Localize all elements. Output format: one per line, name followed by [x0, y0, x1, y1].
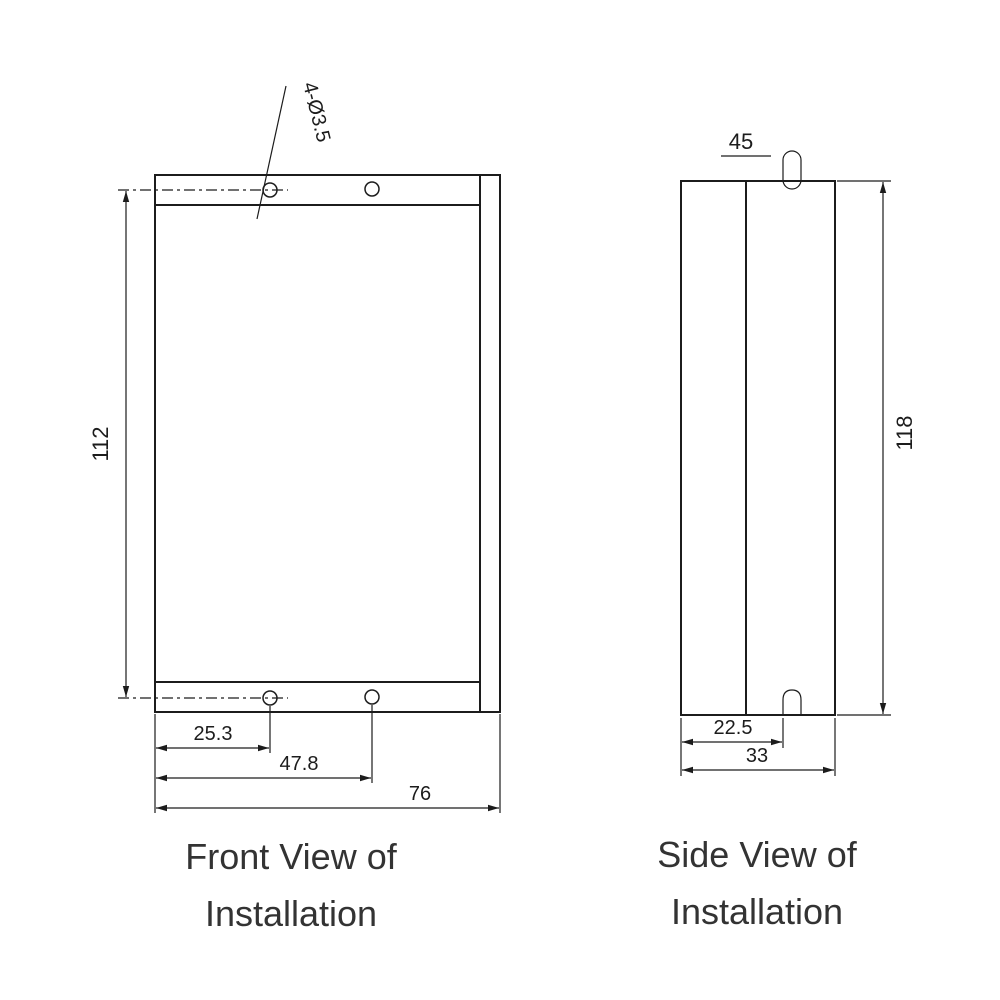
front-view-title-line1: Front View of: [185, 836, 397, 877]
dim-label-hole-offset2: 47.8: [280, 753, 319, 775]
dim-label-slot-offset: 22.5: [714, 717, 753, 739]
holes-callout-label: 4-Ø3.5: [298, 80, 334, 145]
front-view: 112 4-Ø3.5 25.3 47.8 76 Front View of In…: [88, 80, 501, 934]
side-view: 45 118 22.5 33 Side View of Installation: [657, 129, 917, 932]
front-view-title-line2: Installation: [205, 893, 377, 934]
dim-label-height-118: 118: [892, 415, 917, 450]
dim-label-slot-width: 45: [729, 129, 753, 154]
side-top-mounting-slot: [782, 150, 802, 190]
side-view-title-line2: Installation: [671, 891, 843, 932]
side-outline: [680, 180, 836, 716]
mounting-hole-top-right: [364, 181, 380, 197]
dim-label-height-112: 112: [88, 426, 113, 461]
side-view-title-line1: Side View of: [657, 834, 857, 875]
dim-label-width-76: 76: [409, 783, 431, 805]
mounting-hole-bottom-right: [364, 689, 380, 705]
side-bottom-mounting-slot: [782, 689, 802, 716]
dim-label-depth-33: 33: [746, 745, 768, 767]
front-outline: [154, 174, 501, 713]
dim-label-hole-offset1: 25.3: [194, 723, 233, 745]
holes-leader-line: [256, 85, 287, 220]
